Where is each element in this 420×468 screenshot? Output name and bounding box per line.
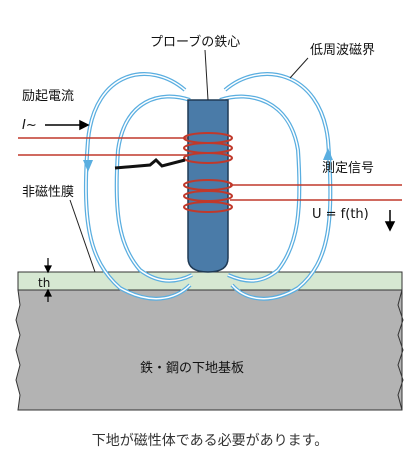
cable	[114, 157, 186, 170]
probe-core-label: プローブの鉄心	[150, 34, 240, 50]
low-freq-field-label: 低周波磁界	[310, 43, 375, 58]
nonmagnetic-film-layer	[17, 271, 403, 291]
probe-core	[187, 99, 229, 273]
excitation-wires	[18, 137, 402, 201]
measurement-signal-label: 測定信号	[322, 161, 374, 176]
field-lines-inner	[85, 73, 332, 300]
probe-diagram: プローブの鉄心 低周波磁界 励起電流 I~ 測定信号 U = f(th) 非磁性…	[15, 34, 404, 411]
substrate-plate	[15, 289, 403, 411]
leader-lines	[69, 49, 309, 273]
thickness-marker	[44, 258, 52, 302]
thickness-label: th	[38, 276, 50, 290]
signal-formula: U = f(th)	[312, 207, 369, 222]
nonmagnetic-film-label: 非磁性膜	[22, 185, 74, 200]
caption: 下地が磁性体である必要があります。	[91, 433, 329, 449]
signal-arrow-icon	[384, 210, 396, 232]
coil-windings	[183, 132, 233, 213]
excitation-current-label: 励起電流	[22, 89, 74, 104]
current-arrow-icon	[45, 119, 90, 131]
field-direction-arrows	[83, 148, 333, 172]
current-symbol: I~	[22, 118, 37, 133]
substrate-label: 鉄・鋼の下地基板	[140, 361, 244, 376]
substrate-right-edge	[397, 289, 404, 411]
